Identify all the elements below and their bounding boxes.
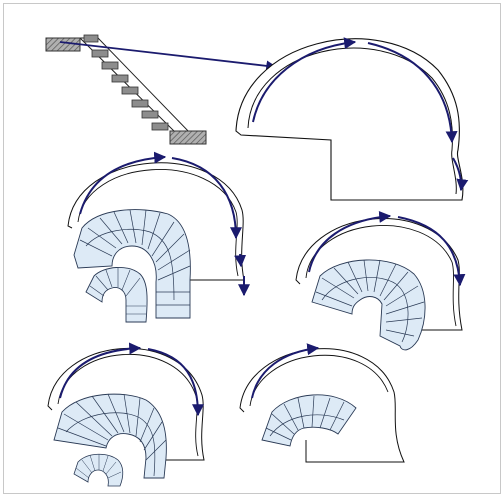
unrolled-handrail-group: [235, 37, 469, 201]
stair-plan-bottom-small: [73, 453, 124, 487]
stair-plan-large: [73, 209, 191, 319]
handrail-inner: [249, 354, 389, 407]
stair-plan-bottom-left-treads: [57, 393, 167, 477]
stair-plan-medium: [311, 259, 426, 351]
stair-plan-small-treads: [89, 268, 146, 315]
straight-stair-group: [45, 34, 278, 145]
stair-plan-medium-treads: [315, 259, 425, 343]
rail-arrow-3: [452, 157, 469, 192]
rail-arrow-2: [367, 42, 458, 144]
handrail-inner: [305, 225, 457, 327]
rail-arrow-a: [79, 151, 167, 215]
bottom-landing-hatch: [169, 130, 207, 145]
rail-arrow-c: [234, 253, 247, 268]
rail-arrow-a: [59, 342, 142, 399]
spiral-left-large: [67, 151, 250, 323]
rail-arrow-a: [308, 210, 392, 273]
stair-plan-bottom-right: [261, 394, 357, 447]
handrail-inner: [57, 354, 199, 457]
spiral-right-bottom: [239, 343, 405, 463]
stair-plan-small: [85, 267, 148, 323]
rail-arrow-1: [252, 37, 357, 123]
unrolled-inner: [247, 47, 457, 195]
connector-arrow: [59, 41, 278, 72]
rail-arrow-b: [147, 348, 204, 417]
frame: [3, 3, 501, 494]
stair-plan-bottom-small-treads: [75, 454, 122, 479]
rail-arrow-b: [171, 157, 242, 240]
unrolled-outline: [235, 38, 464, 201]
spiral-right-medium: [295, 210, 466, 351]
rail-arrow-b: [397, 216, 466, 287]
stair-plan-large-treads: [79, 209, 191, 306]
spiral-left-bottom: [47, 342, 205, 487]
straight-treads: [83, 34, 169, 131]
rail-arrow-a: [251, 343, 320, 399]
stair-plan-bottom-right-treads: [265, 395, 345, 441]
handrail-inner: [77, 169, 239, 277]
